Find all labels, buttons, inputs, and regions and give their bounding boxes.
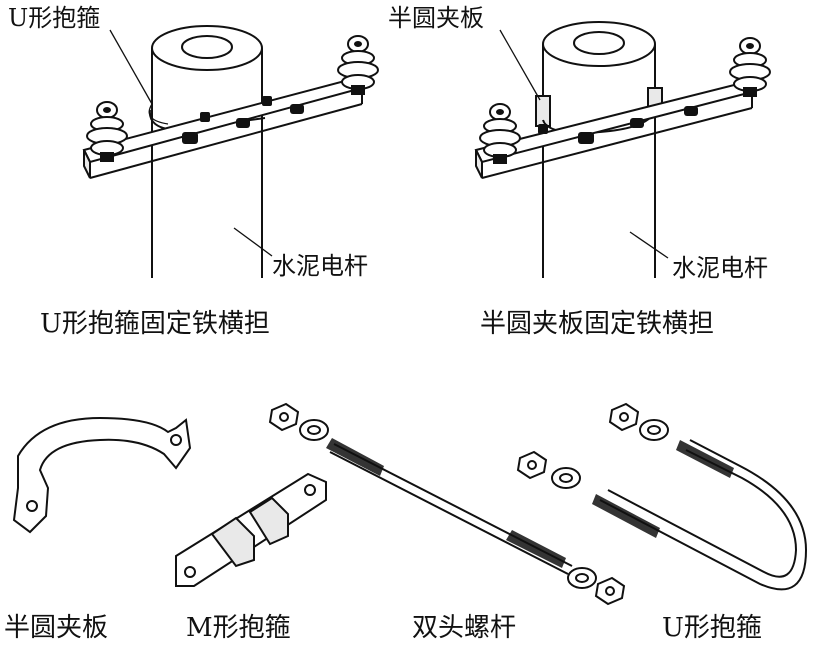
half-clamp-leader bbox=[499, 29, 541, 101]
iron-crossarm-right bbox=[474, 80, 754, 179]
part-label-u-bolt: U形抱箍 bbox=[662, 613, 762, 643]
nut-washer-set bbox=[516, 450, 581, 489]
caption-half-clamp-assembly: 半圆夹板固定铁横担 bbox=[480, 309, 714, 339]
u-clamp-leader bbox=[109, 29, 153, 105]
pole-leader-left bbox=[233, 227, 273, 257]
crossarm-nuts-right bbox=[538, 106, 698, 144]
caption-u-clamp-assembly: U形抱箍固定铁横担 bbox=[40, 309, 270, 339]
u-clamp-assembly: U形抱箍 水泥电杆 U形抱箍固定铁横担 bbox=[8, 4, 379, 339]
half-round-clamp-part: 半圆夹板 bbox=[4, 416, 192, 643]
half-clamp-callout-label: 半圆夹板 bbox=[388, 4, 484, 32]
concrete-pole-left bbox=[151, 25, 263, 278]
crossarm-nuts-left bbox=[182, 96, 304, 144]
u-clamp-callout-label: U形抱箍 bbox=[8, 4, 100, 32]
pole-label-right: 水泥电杆 bbox=[672, 254, 768, 282]
pole-label-left: 水泥电杆 bbox=[272, 252, 368, 280]
pin-insulator-right-1 bbox=[479, 103, 521, 164]
pin-insulator-left-1 bbox=[86, 101, 128, 162]
pole-leader-right bbox=[629, 231, 669, 259]
part-label-half-round-clamp: 半圆夹板 bbox=[4, 613, 108, 643]
m-clamp-part: M形抱箍 bbox=[175, 472, 327, 643]
iron-crossarm-left bbox=[82, 76, 364, 179]
concrete-pole-right bbox=[542, 21, 656, 278]
double-ended-stud-part: 双头螺杆 bbox=[268, 402, 626, 643]
pin-insulator-right-2 bbox=[729, 37, 771, 97]
pin-insulator-left-2 bbox=[337, 35, 379, 95]
u-bolt-part: U形抱箍 bbox=[592, 402, 808, 643]
part-label-m-clamp: M形抱箍 bbox=[186, 613, 291, 643]
half-clamp-assembly: 半圆夹板 水泥电杆 半圆夹板固定铁横担 bbox=[388, 4, 771, 339]
part-label-double-stud: 双头螺杆 bbox=[412, 613, 516, 643]
